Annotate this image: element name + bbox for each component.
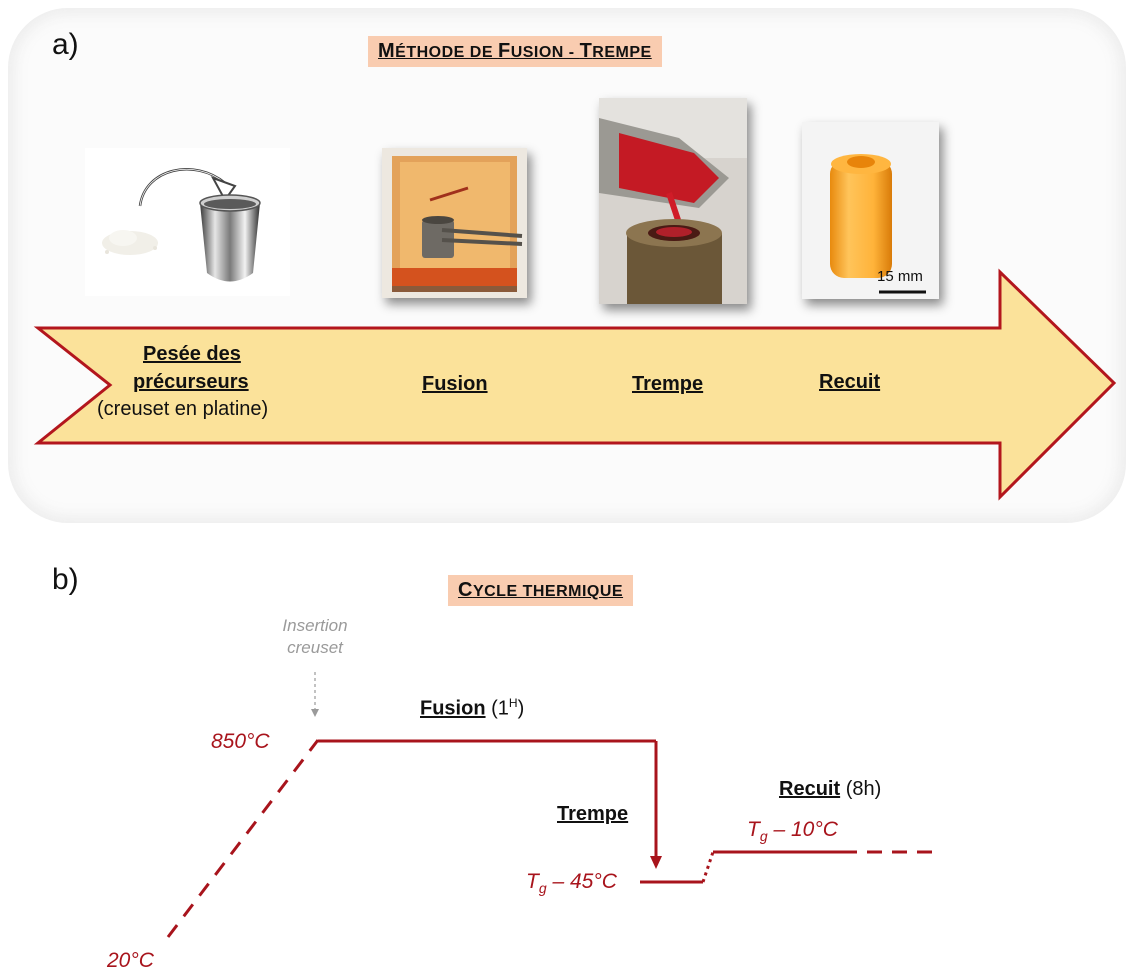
step-weighing-title-line2: précurseurs <box>133 371 249 393</box>
scale-bar-label: 15 mm <box>877 268 923 285</box>
step-quench-title: Trempe <box>632 373 704 395</box>
trempe-label: Trempe <box>557 803 629 825</box>
temperature-850-label: 850°C <box>211 730 270 753</box>
step-anneal-title: Recuit <box>819 371 881 393</box>
fusion-duration-label: Fusion (1H) <box>420 696 525 720</box>
step-weighing-title-line1: Pesée des <box>143 343 241 365</box>
panel-b-label: b) <box>52 563 79 596</box>
panel-a-title: MÉTHODE DE FUSION - TREMPE <box>368 36 662 67</box>
furnace-photo <box>382 148 527 298</box>
temperature-tg10-label: Tg – 10°C <box>747 818 838 845</box>
quench-photo <box>599 98 747 304</box>
annealed-glass-photo <box>802 122 939 299</box>
quench-image <box>599 98 747 304</box>
reheating-step <box>701 851 715 883</box>
temperature-tg45-label: Tg – 45°C <box>526 870 617 897</box>
heating-ramp <box>166 739 320 938</box>
temperature-20-label: 20°C <box>107 949 154 972</box>
step-weighing-subtitle: (creuset en platine) <box>97 398 269 420</box>
recuit-duration-label: Recuit (8h) <box>779 778 882 800</box>
furnace-image <box>382 148 527 298</box>
powder-to-crucible-image <box>102 168 261 282</box>
process-arrow <box>33 268 1117 501</box>
glass-sample-image <box>802 122 939 299</box>
insertion-note: Insertion creuset <box>282 616 348 657</box>
weighing-illustration <box>85 148 290 296</box>
panel-b-title: CYCLE THERMIQUE <box>448 575 634 606</box>
step-fusion-title: Fusion <box>422 373 488 395</box>
panel-a-label: a) <box>52 28 79 61</box>
